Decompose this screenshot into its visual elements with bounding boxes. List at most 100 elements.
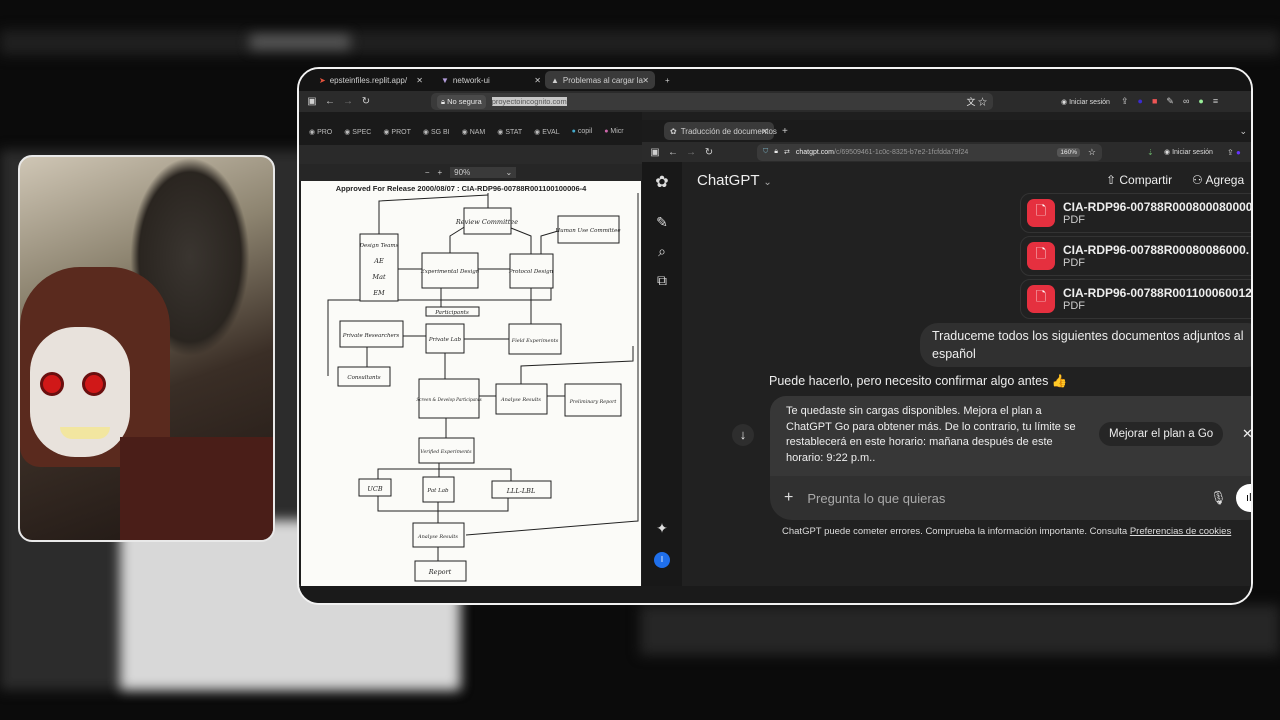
tab-label: epsteinfiles.replit.app/ xyxy=(329,75,408,85)
scroll-down-button[interactable]: ↓ xyxy=(732,424,754,446)
flowchart: Approved For Release 2000/08/07 : CIA-RD… xyxy=(327,184,639,582)
download-icon[interactable]: ⇣ xyxy=(1147,147,1154,157)
address-bar-row: ▣ ← → ↻ 🔒︎ No segura proyectoincognito.c… xyxy=(299,91,1251,112)
box-ucb: UCB xyxy=(367,485,382,493)
webcam-overlay xyxy=(18,155,275,542)
zoom-out-button[interactable]: − xyxy=(424,168,430,177)
box-analyse-results-2: Analyse Results xyxy=(417,534,458,540)
attachment-card[interactable]: 🗋CIA-RDP96-00788R001100060012-PDF xyxy=(1020,279,1251,319)
reload-icon[interactable]: ↻ xyxy=(361,96,371,107)
zoom-indicator[interactable]: 160% xyxy=(1057,147,1080,157)
warning-icon: ▲ xyxy=(551,75,559,85)
sign-in-button[interactable]: ◉ Iniciar sesión xyxy=(1061,98,1110,106)
attachment-card[interactable]: 🗋CIA-RDP96-00788R000800080000.PDF xyxy=(1020,193,1251,233)
design-team-member: Mat xyxy=(371,273,386,281)
close-tab-icon[interactable]: ✕ xyxy=(642,75,649,85)
url-text: proyectoincognito.com xyxy=(491,97,567,106)
voice-mode-button[interactable]: ıll xyxy=(1236,484,1251,512)
composer[interactable]: + Pregunta lo que quieras 🎙︎ ıll xyxy=(770,476,1251,520)
background-blur xyxy=(640,605,1280,655)
background-blur xyxy=(250,35,350,49)
url-field[interactable]: 🔒︎ No segura proyectoincognito.com 文 ☆ xyxy=(431,93,993,110)
box-protocol-design: Protocol Design xyxy=(508,269,554,275)
share-button[interactable]: ⇧ Compartir xyxy=(1106,173,1173,187)
close-tab-icon[interactable]: ✕ xyxy=(416,75,423,85)
security-label: No segura xyxy=(447,96,482,106)
forward-icon[interactable]: → xyxy=(343,96,353,107)
pdf-zoom-bar: − + 90%⌄ xyxy=(299,164,642,181)
box-private-lab: Private Lab xyxy=(428,337,462,343)
close-tab-icon[interactable]: ✕ xyxy=(534,75,541,85)
cookie-preferences-link[interactable]: Preferencias de cookies xyxy=(1129,526,1232,537)
sign-in-button[interactable]: ◉ Iniciar sesión xyxy=(1164,149,1213,156)
zoom-in-button[interactable]: + xyxy=(437,168,443,177)
share-icon[interactable]: ⇪ ● xyxy=(1227,147,1241,157)
inner-tab-bar: ✿Traducción de documentos✕ + ⌄ xyxy=(642,120,1251,142)
star-icon[interactable]: ☆ xyxy=(1087,146,1096,157)
pdf-page: Approved For Release 2000/08/07 : CIA-RD… xyxy=(301,181,641,586)
bookmark[interactable]: ◉ STAT xyxy=(497,128,523,136)
microphone-icon[interactable]: 🎙︎ xyxy=(1210,490,1227,505)
user-message: Traduceme todos los siguientes documento… xyxy=(920,323,1251,367)
file-icon: 🗋 xyxy=(1027,242,1055,270)
close-banner-icon[interactable]: ✕ xyxy=(1242,426,1253,441)
images-icon[interactable]: ⧉ xyxy=(657,272,667,288)
design-team-member: AE xyxy=(373,257,384,265)
new-tab-button[interactable]: + xyxy=(665,75,670,85)
attachment-card[interactable]: 🗋CIA-RDP96-00788R00080086000.PDF xyxy=(1020,236,1251,276)
design-team-member: EM xyxy=(372,289,385,297)
url-field[interactable]: ⛉🔒︎⇄ chatgpt.com/c/69509461-1c0c-8325-b7… xyxy=(757,143,1102,161)
new-chat-icon[interactable]: ✎ xyxy=(656,214,668,230)
tab-label: Problemas al cargar la págir xyxy=(562,75,643,85)
sign-in-label: Iniciar sesión xyxy=(1069,98,1110,106)
tab-problemas[interactable]: ▲Problemas al cargar la págir✕ xyxy=(545,71,655,89)
bookmark[interactable]: ◉ SG BI xyxy=(422,128,450,136)
security-badge[interactable]: 🔒︎ No segura xyxy=(437,94,486,109)
add-attachment-icon[interactable]: + xyxy=(784,489,794,506)
pdf-toolbar xyxy=(299,145,642,164)
user-avatar[interactable]: I xyxy=(654,552,670,568)
file-icon: 🗋 xyxy=(1027,285,1055,313)
openai-logo-icon[interactable]: ✿ xyxy=(655,174,669,191)
tab-epsteinfiles[interactable]: ➤epsteinfiles.replit.app/✕ xyxy=(319,75,423,85)
bookmark[interactable]: ◉ PRO xyxy=(309,128,333,136)
reload-icon[interactable]: ↻ xyxy=(704,146,714,158)
bookmark[interactable]: ◉ EVAL xyxy=(534,128,560,136)
bookmark[interactable]: ◉ NAM xyxy=(461,128,486,136)
model-selector[interactable]: ChatGPT ⌄ xyxy=(697,172,772,189)
extension-icons[interactable]: ⇪●■✎∞●≡ xyxy=(1121,96,1228,106)
bookmark[interactable]: ● Micr xyxy=(604,128,624,135)
chatgpt-favicon: ✿ xyxy=(670,126,677,136)
tab-network-ui[interactable]: ▼network-ui✕ xyxy=(441,75,541,85)
composer-input[interactable]: Pregunta lo que quieras xyxy=(807,490,946,506)
sparkle-icon[interactable]: ✦ xyxy=(656,520,668,536)
chatgpt-app: ✿ ✎ ⌕ ⧉ ✦ I 🗋CIA-RDP96-00788R00080008000… xyxy=(642,162,1253,586)
new-tab-button[interactable]: + xyxy=(782,125,788,137)
translate-star-icons[interactable]: 文 ☆ xyxy=(966,97,987,107)
chatgpt-sidebar-rail: ✿ ✎ ⌕ ⧉ ✦ I xyxy=(642,162,682,586)
forward-icon[interactable]: → xyxy=(686,146,696,158)
assistant-message: Puede hacerlo, pero necesito confirmar a… xyxy=(769,374,1068,388)
upgrade-plan-button[interactable]: Mejorar el plan a Go xyxy=(1099,422,1224,446)
background-blur xyxy=(0,30,1280,55)
close-tab-icon[interactable]: ✕ xyxy=(761,126,768,136)
box-private-researchers: Private Researchers xyxy=(342,333,400,339)
bookmark[interactable]: ◉ SPEC xyxy=(344,128,372,136)
box-experimental-design: Experimental Design xyxy=(420,269,480,275)
add-people-button[interactable]: ⚇ Agrega xyxy=(1192,173,1245,187)
lock-icon: 🔒︎ xyxy=(774,148,778,155)
back-icon[interactable]: ← xyxy=(325,96,335,107)
sidebar-icon[interactable]: ▣ xyxy=(307,96,317,107)
back-icon[interactable]: ← xyxy=(668,146,678,158)
sidebar-icon[interactable]: ▣ xyxy=(650,146,660,158)
search-icon[interactable]: ⌕ xyxy=(658,243,666,259)
box-verified-experiments: Verified Experiments xyxy=(420,449,472,455)
chatgpt-header: ChatGPT ⌄ ⇧ Compartir ⚇ Agrega xyxy=(682,162,1251,191)
browser-window: ➤epsteinfiles.replit.app/✕ ▼network-ui✕ … xyxy=(297,67,1253,605)
bookmark[interactable]: ● copil xyxy=(571,128,593,135)
zoom-select[interactable]: 90%⌄ xyxy=(450,167,517,178)
shield-icon: ⛉ xyxy=(763,148,769,155)
bookmark[interactable]: ◉ PROT xyxy=(383,128,411,136)
tab-list-chevron-icon[interactable]: ⌄ xyxy=(1239,125,1247,136)
tab-traduccion[interactable]: ✿Traducción de documentos✕ xyxy=(664,122,777,140)
